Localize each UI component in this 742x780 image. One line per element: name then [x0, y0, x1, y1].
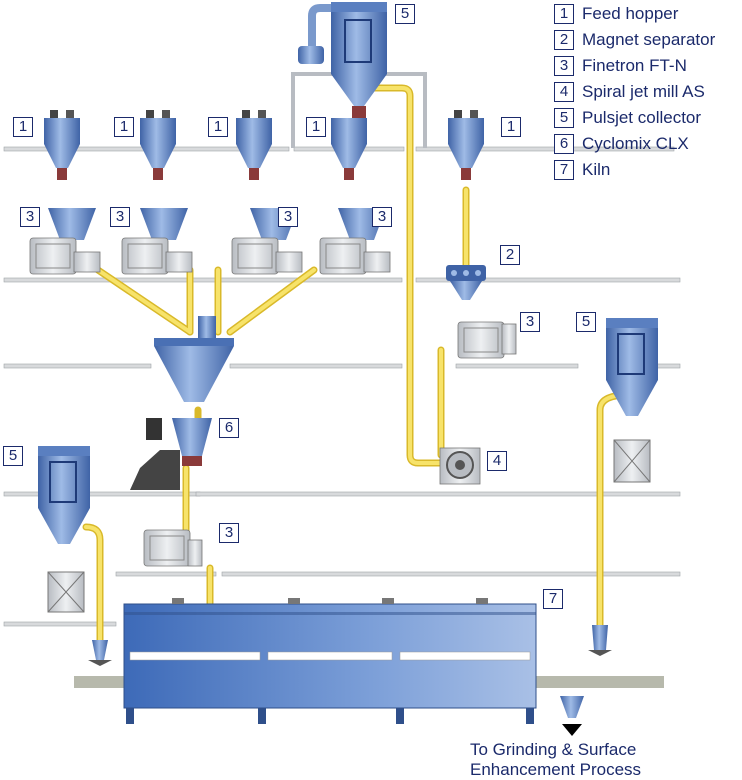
- down-arrow-icon: [562, 724, 582, 736]
- tag-finetron: 3: [110, 207, 130, 227]
- legend-number: 3: [554, 56, 574, 76]
- legend-item: 1 Feed hopper: [554, 3, 678, 25]
- spiral-jet-mill: [439, 447, 481, 485]
- tag-pulsjet-right: 5: [576, 312, 596, 332]
- tag-jet-mill: 4: [487, 451, 507, 471]
- legend-label: Cyclomix CLX: [582, 134, 689, 153]
- outlet-funnels: [88, 625, 612, 736]
- tag-finetron: 3: [278, 207, 298, 227]
- feed-hoppers: [44, 110, 484, 180]
- legend-label: Finetron FT-N: [582, 56, 687, 75]
- pulsjet-collector-top: [291, 2, 427, 148]
- legend-item: 4 Spiral jet mill AS: [554, 81, 705, 103]
- tag-finetron: 3: [219, 523, 239, 543]
- process-caption: To Grinding & Surface Enhancement Proces…: [470, 740, 641, 780]
- finetron-unit-right: [457, 321, 517, 359]
- legend-label: Pulsjet collector: [582, 108, 702, 127]
- legend-label: Feed hopper: [582, 4, 679, 23]
- process-caption-line1: To Grinding & Surface: [470, 740, 637, 759]
- tag-finetron: 3: [520, 312, 540, 332]
- tag-feed-hopper: 1: [501, 117, 521, 137]
- legend-item: 7 Kiln: [554, 159, 610, 181]
- tag-feed-hopper: 1: [208, 117, 228, 137]
- legend-label: Magnet separator: [582, 30, 716, 49]
- tag-cyclomix: 6: [219, 418, 239, 438]
- tag-finetron: 3: [372, 207, 392, 227]
- finetron-unit-lower: [143, 529, 203, 567]
- tag-feed-hopper: 1: [114, 117, 134, 137]
- legend-number: 6: [554, 134, 574, 154]
- legend-item: 6 Cyclomix CLX: [554, 133, 689, 155]
- legend-number: 5: [554, 108, 574, 128]
- tag-kiln: 7: [543, 589, 563, 609]
- tag-pulsjet-left: 5: [3, 446, 23, 466]
- legend-item: 5 Pulsjet collector: [554, 107, 701, 129]
- legend-number: 2: [554, 30, 574, 50]
- pulsjet-collector-left: [38, 446, 90, 613]
- kiln: [74, 598, 664, 724]
- tag-pulsjet-top: 5: [395, 4, 415, 24]
- legend-item: 3 Finetron FT-N: [554, 55, 687, 77]
- central-mixing-hopper: [154, 316, 234, 402]
- tag-magnet-separator: 2: [500, 245, 520, 265]
- process-caption-line2: Enhancement Process: [470, 760, 642, 779]
- finetron-units-row: [29, 208, 391, 275]
- tag-feed-hopper: 1: [306, 117, 326, 137]
- cyclomix: [130, 418, 212, 490]
- legend-item: 2 Magnet separator: [554, 29, 715, 51]
- legend-number: 1: [554, 4, 574, 24]
- tag-feed-hopper: 1: [13, 117, 33, 137]
- tag-finetron: 3: [20, 207, 40, 227]
- legend-label: Kiln: [582, 160, 611, 179]
- legend-label: Spiral jet mill AS: [582, 82, 705, 101]
- pulsjet-collector-right: [606, 318, 658, 483]
- magnet-separator: [446, 265, 486, 300]
- legend-number: 4: [554, 82, 574, 102]
- legend-number: 7: [554, 160, 574, 180]
- floor-lines: [3, 146, 681, 627]
